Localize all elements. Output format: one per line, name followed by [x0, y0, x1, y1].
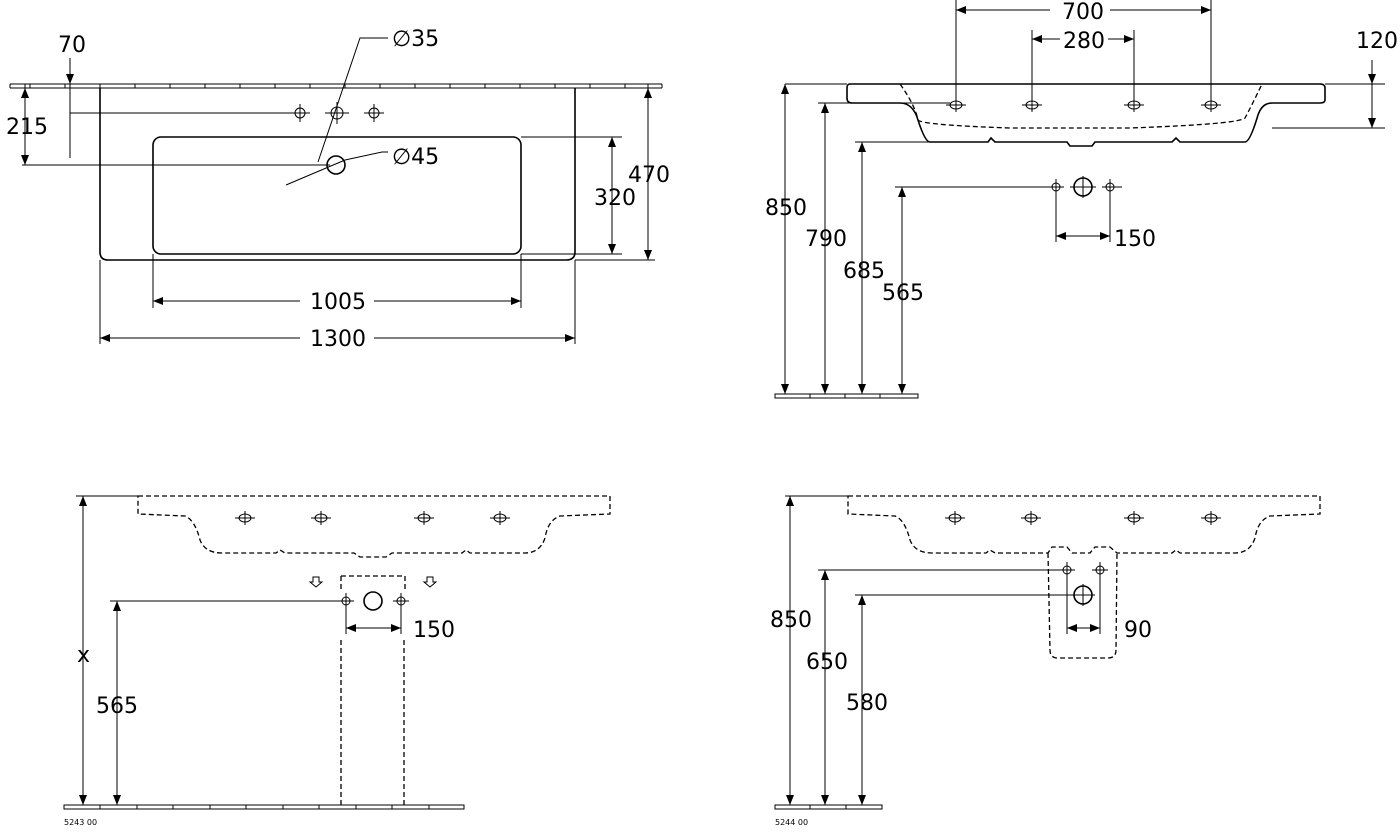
dim-total-depth: 470: [628, 163, 670, 188]
dim-siphon-90: 90: [1124, 618, 1152, 643]
dim-inner-spacing: 280: [1063, 29, 1105, 54]
drain-leader: [285, 151, 388, 186]
pedestal-wall-connections: [338, 591, 409, 611]
dim-outer-spacing: 700: [1062, 0, 1104, 25]
dim-215-line: [22, 84, 330, 166]
basin-outline: [99, 88, 576, 261]
dim-1005-line: [152, 254, 522, 308]
dim-total-width: 1300: [310, 327, 366, 352]
bowl-outline: [152, 136, 522, 255]
siphon-cover: [1047, 552, 1118, 659]
dim-siphon-650-line: [818, 569, 1063, 805]
front-tap-holes: [946, 98, 1221, 112]
dim-850: 850: [765, 196, 807, 221]
basin-hidden-outline: [137, 495, 611, 558]
dim-pedestal-565-line: [110, 600, 342, 805]
dim-top-height: 120: [1356, 29, 1398, 54]
article-number-siphon: 5244 00: [775, 818, 808, 827]
wall-line: [9, 83, 663, 89]
siphon-connections: [1059, 562, 1108, 606]
siphon-floor: [774, 804, 883, 810]
basin-section: [846, 83, 1326, 147]
dim-565: 565: [882, 281, 924, 306]
dim-790-line: [818, 102, 950, 394]
pedestal-tap-holes: [235, 511, 510, 525]
siphon-tap-holes: [945, 511, 1221, 525]
dim-1300-line: [99, 260, 576, 344]
dim-bowl-width: 1005: [310, 290, 366, 315]
dim-pedestal-565: 565: [96, 694, 138, 719]
dim-siphon-650: 650: [806, 650, 848, 675]
dim-siphon-850-line: [785, 495, 848, 805]
dim-hole-distance: 215: [6, 115, 48, 140]
top-view: ∅35 ∅45 70 215 320 470 1005 1300: [6, 27, 670, 352]
drain-diameter: ∅45: [392, 145, 439, 170]
pedestal-column: [340, 575, 406, 808]
dim-685: 685: [843, 259, 885, 284]
dim-850-line: [784, 83, 847, 394]
dim-pipe-spacing: 150: [1114, 227, 1156, 252]
dim-565-line: [895, 186, 1055, 394]
tap-hole-leader: [317, 37, 388, 163]
article-number-pedestal: 5243 00: [64, 818, 97, 827]
basin-hidden-outline-2: [847, 495, 1321, 554]
pedestal-floor: [63, 804, 465, 810]
front-floor: [774, 393, 919, 399]
dim-bowl-depth: 320: [594, 186, 636, 211]
pedestal-view: x 565 150 5243 00: [63, 495, 611, 827]
arrow-down-right-icon: [422, 576, 438, 588]
dim-700-line: [955, 0, 1212, 112]
dim-280-line: [1031, 30, 1135, 112]
dim-320-line: [521, 136, 622, 255]
dim-685-line: [855, 141, 930, 394]
tap-hole-diameter: ∅35: [392, 27, 439, 52]
front-view: 700 280 120 850 790 685 565: [765, 0, 1398, 399]
dim-siphon-580-line: [855, 594, 1074, 805]
dim-pedestal-150: 150: [413, 618, 455, 643]
dim-offset: 70: [58, 33, 86, 58]
dim-x: x: [77, 643, 90, 668]
front-wall-connections: [1048, 176, 1122, 198]
siphon-view: 850 650 580 90 5244 00: [770, 495, 1321, 827]
dim-siphon-580: 580: [846, 691, 888, 716]
dim-siphon-850: 850: [770, 608, 812, 633]
dim-470-line: [575, 84, 655, 261]
arrow-down-left-icon: [308, 576, 324, 588]
dim-x-line: [76, 495, 138, 805]
dim-120-line: [1272, 60, 1385, 129]
dim-790: 790: [805, 227, 847, 252]
bowl-hidden-line: [899, 83, 1263, 129]
